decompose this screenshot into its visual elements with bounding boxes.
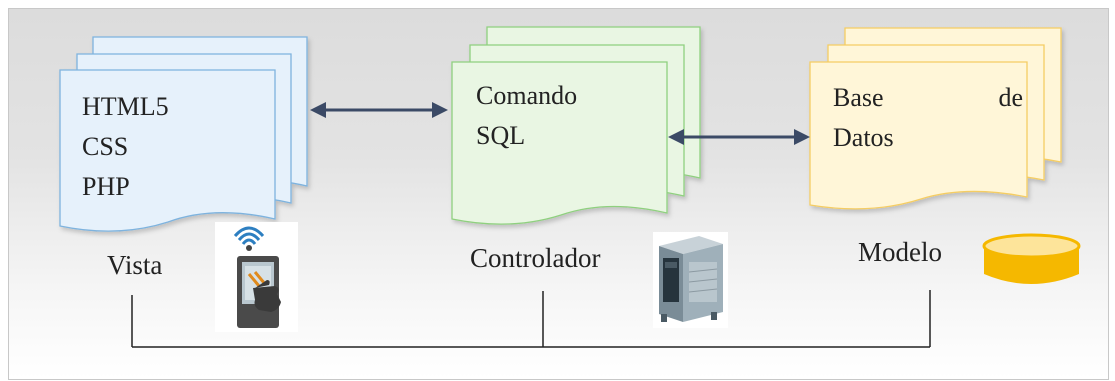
controlador-document-stack (451, 26, 701, 225)
vista-label: Vista (107, 250, 163, 280)
arrow-controlador-modelo (668, 129, 810, 145)
controlador-doc-line-1: Comando (476, 81, 578, 110)
modelo-doc-text: Base de Datos (833, 78, 1023, 158)
modelo-doc-line-1: Base de (833, 78, 1023, 118)
controlador-doc-line-2: SQL (476, 121, 526, 150)
modelo-doc-line-2: Datos (833, 123, 894, 152)
vista-doc-front (59, 69, 276, 232)
vista-doc-text: HTML5 CSS PHP (82, 87, 169, 207)
connector-bracket (131, 290, 931, 348)
modelo-document-stack (809, 27, 1062, 210)
modelo-label: Modelo (858, 237, 942, 267)
vista-doc-line-3: PHP (82, 172, 130, 201)
vista-document-stack (59, 36, 308, 232)
controlador-doc-front (451, 61, 668, 225)
database-cylinder-icon (980, 232, 1083, 290)
modelo-doc-word-de: de (998, 83, 1023, 112)
modelo-doc-word-base: Base (833, 83, 884, 112)
arrow-vista-controlador (310, 102, 448, 118)
vista-doc-line-1: HTML5 (82, 92, 169, 121)
touch-terminal-icon (215, 222, 298, 332)
modelo-doc-front (809, 61, 1028, 210)
controlador-label: Controlador (470, 243, 601, 273)
server-cabinet-icon (653, 232, 728, 328)
vista-doc-line-2: CSS (82, 132, 129, 161)
controlador-doc-text: Comando SQL (476, 76, 577, 156)
